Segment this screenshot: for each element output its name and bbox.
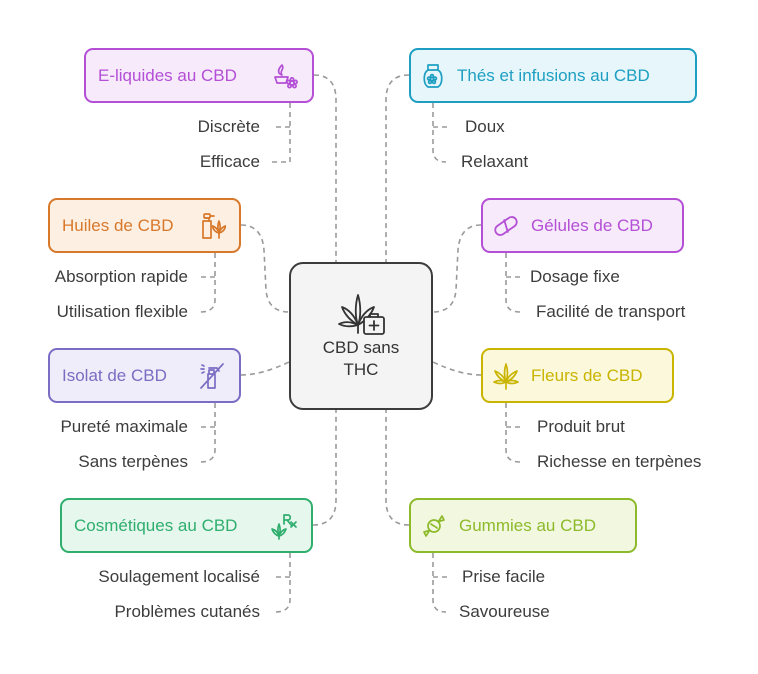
subconnector-gummies (432, 553, 448, 613)
connector-cosmetiques (312, 410, 337, 526)
teapot-flower-icon (419, 61, 449, 91)
cannabis-leaf-medkit-icon (338, 294, 385, 335)
item-purete-maximale: Pureté maximale (60, 417, 188, 436)
item-problemes-cutanes: Problèmes cutanés (114, 602, 260, 621)
subconnector-cosmetiques (272, 553, 291, 613)
subconnector-gelules (505, 253, 521, 313)
topic-fleurs-label: Fleurs de CBD (531, 365, 643, 385)
item-savoureuse: Savoureuse (459, 602, 550, 621)
connector-isolat (240, 361, 290, 376)
topic-huiles[interactable]: Huiles de CBD (48, 198, 241, 253)
connector-eliquides (313, 74, 337, 262)
item-dosage-fixe: Dosage fixe (530, 267, 620, 286)
subconnector-fleurs (505, 403, 521, 463)
connector-thes (385, 74, 410, 262)
capsule-icon (491, 211, 521, 241)
rx-leaf-icon (269, 511, 299, 541)
item-produit-brut: Produit brut (537, 417, 625, 436)
item-efficace: Efficace (199, 152, 260, 171)
item-doux: Doux (465, 117, 505, 136)
topic-gummies-label: Gummies au CBD (459, 515, 596, 535)
topic-eliquides[interactable]: E-liquides au CBD (84, 48, 314, 103)
connector-gelules (432, 224, 482, 313)
center-label: CBD sans THC (322, 338, 400, 379)
item-richesse-terpenes: Richesse en terpènes (537, 452, 702, 471)
topic-gelules-label: Gélules de CBD (531, 215, 653, 235)
topic-isolat[interactable]: Isolat de CBD (48, 348, 241, 403)
topic-cosmetiques[interactable]: Cosmétiques au CBD (60, 498, 313, 553)
flame-flower-icon (270, 61, 300, 91)
no-spray-bottle-icon (197, 361, 227, 391)
oil-bottle-leaf-icon (197, 211, 227, 241)
topic-thes[interactable]: Thés et infusions au CBD (409, 48, 697, 103)
subconnector-eliquides (272, 103, 291, 163)
topic-gummies[interactable]: Gummies au CBD (409, 498, 637, 553)
subconnector-thes (432, 103, 448, 163)
item-discrete: Discrète (197, 117, 260, 136)
topic-gelules[interactable]: Gélules de CBD (481, 198, 684, 253)
center-node[interactable]: CBD sans THC (289, 262, 433, 410)
item-utilisation-flexible: Utilisation flexible (56, 302, 188, 321)
subconnector-huiles (198, 253, 216, 313)
item-prise-facile: Prise facile (462, 567, 546, 586)
connector-fleurs (432, 361, 482, 376)
item-absorption-rapide: Absorption rapide (54, 267, 188, 286)
item-sans-terpenes: Sans terpènes (78, 452, 188, 471)
topic-thes-label: Thés et infusions au CBD (457, 65, 650, 85)
item-soulagement-localise: Soulagement localisé (98, 567, 260, 586)
topic-huiles-label: Huiles de CBD (62, 215, 174, 235)
topic-eliquides-label: E-liquides au CBD (98, 65, 237, 85)
topic-fleurs[interactable]: Fleurs de CBD (481, 348, 674, 403)
subconnector-isolat (198, 403, 216, 463)
topic-isolat-label: Isolat de CBD (62, 365, 167, 385)
item-facilite-transport: Facilité de transport (536, 302, 686, 321)
cannabis-leaf-icon (491, 361, 521, 391)
connector-huiles (240, 224, 290, 313)
topic-cosmetiques-label: Cosmétiques au CBD (74, 515, 238, 535)
item-relaxant: Relaxant (461, 152, 529, 171)
connector-gummies (385, 410, 410, 526)
candy-icon (419, 511, 449, 541)
